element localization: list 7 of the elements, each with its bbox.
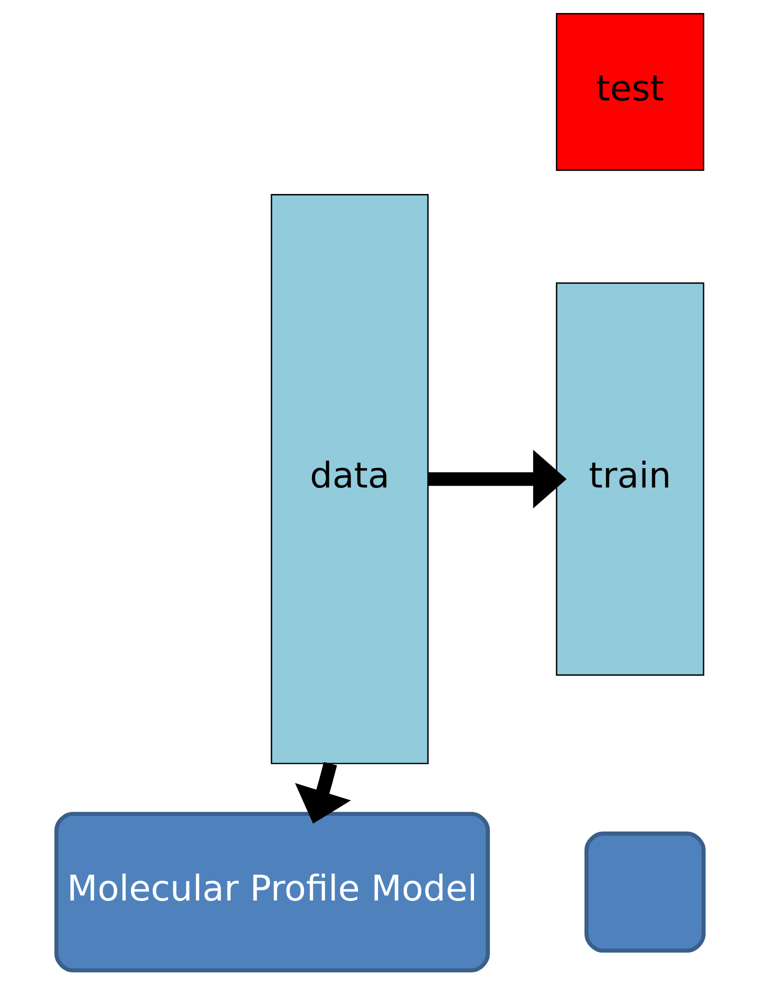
node-box: data [270, 194, 428, 764]
arrow [294, 762, 350, 824]
arrow [428, 450, 566, 508]
node-box: train [555, 282, 704, 676]
node-box [584, 832, 706, 953]
node-box: Molecular Profile Model [54, 812, 490, 972]
node-box: test [555, 12, 704, 171]
